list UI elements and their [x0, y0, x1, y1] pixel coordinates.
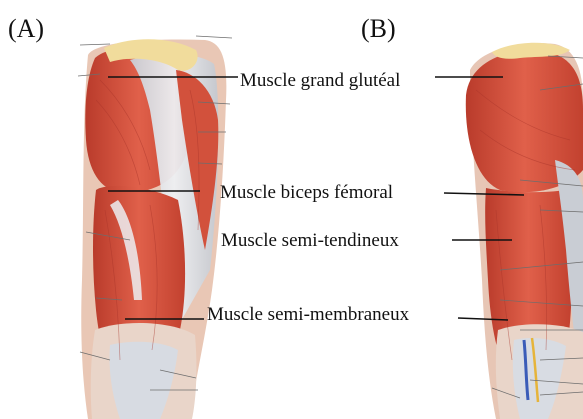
label-semimembranosus: Muscle semi-membraneux	[207, 305, 409, 324]
label-semitendinosus: Muscle semi-tendineux	[221, 231, 399, 250]
thigh-illustration-a	[78, 36, 232, 419]
panel-label-b: (B)	[361, 16, 396, 42]
label-gluteus-maximus: Muscle grand glutéal	[240, 71, 400, 90]
panel-label-a: (A)	[8, 16, 44, 42]
thigh-illustration-b	[466, 43, 583, 419]
label-biceps-femoris: Muscle biceps fémoral	[220, 183, 393, 202]
